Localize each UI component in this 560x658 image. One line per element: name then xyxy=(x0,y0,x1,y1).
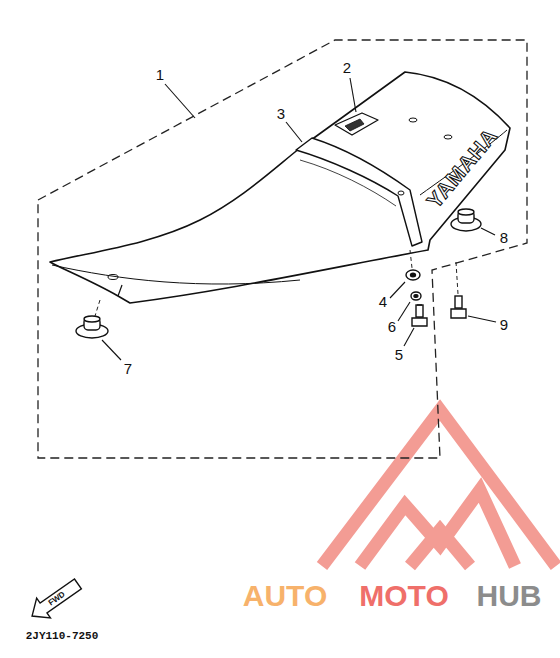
callout-number: 1 xyxy=(156,67,164,82)
hardware-parts xyxy=(76,209,481,338)
watermark-text: HUB xyxy=(477,581,542,611)
callout-number: 3 xyxy=(277,106,285,121)
assembly-lines xyxy=(95,250,458,316)
diagram-code: 2JY110-7250 xyxy=(26,631,99,642)
callout-number: 6 xyxy=(388,319,396,334)
watermark-text: AUTO xyxy=(243,581,327,611)
fwd-arrow xyxy=(25,574,85,626)
callout-number: 5 xyxy=(395,347,403,362)
callout-number: 2 xyxy=(343,60,351,75)
seat xyxy=(50,72,510,303)
callout-number: 9 xyxy=(500,317,508,332)
leader-lines xyxy=(102,78,496,360)
assembly-boundary xyxy=(38,40,527,458)
watermark-text: MOTO xyxy=(359,581,448,611)
callout-number: 4 xyxy=(379,294,387,309)
callout-number: 7 xyxy=(124,361,132,376)
callout-number: 8 xyxy=(500,230,508,245)
